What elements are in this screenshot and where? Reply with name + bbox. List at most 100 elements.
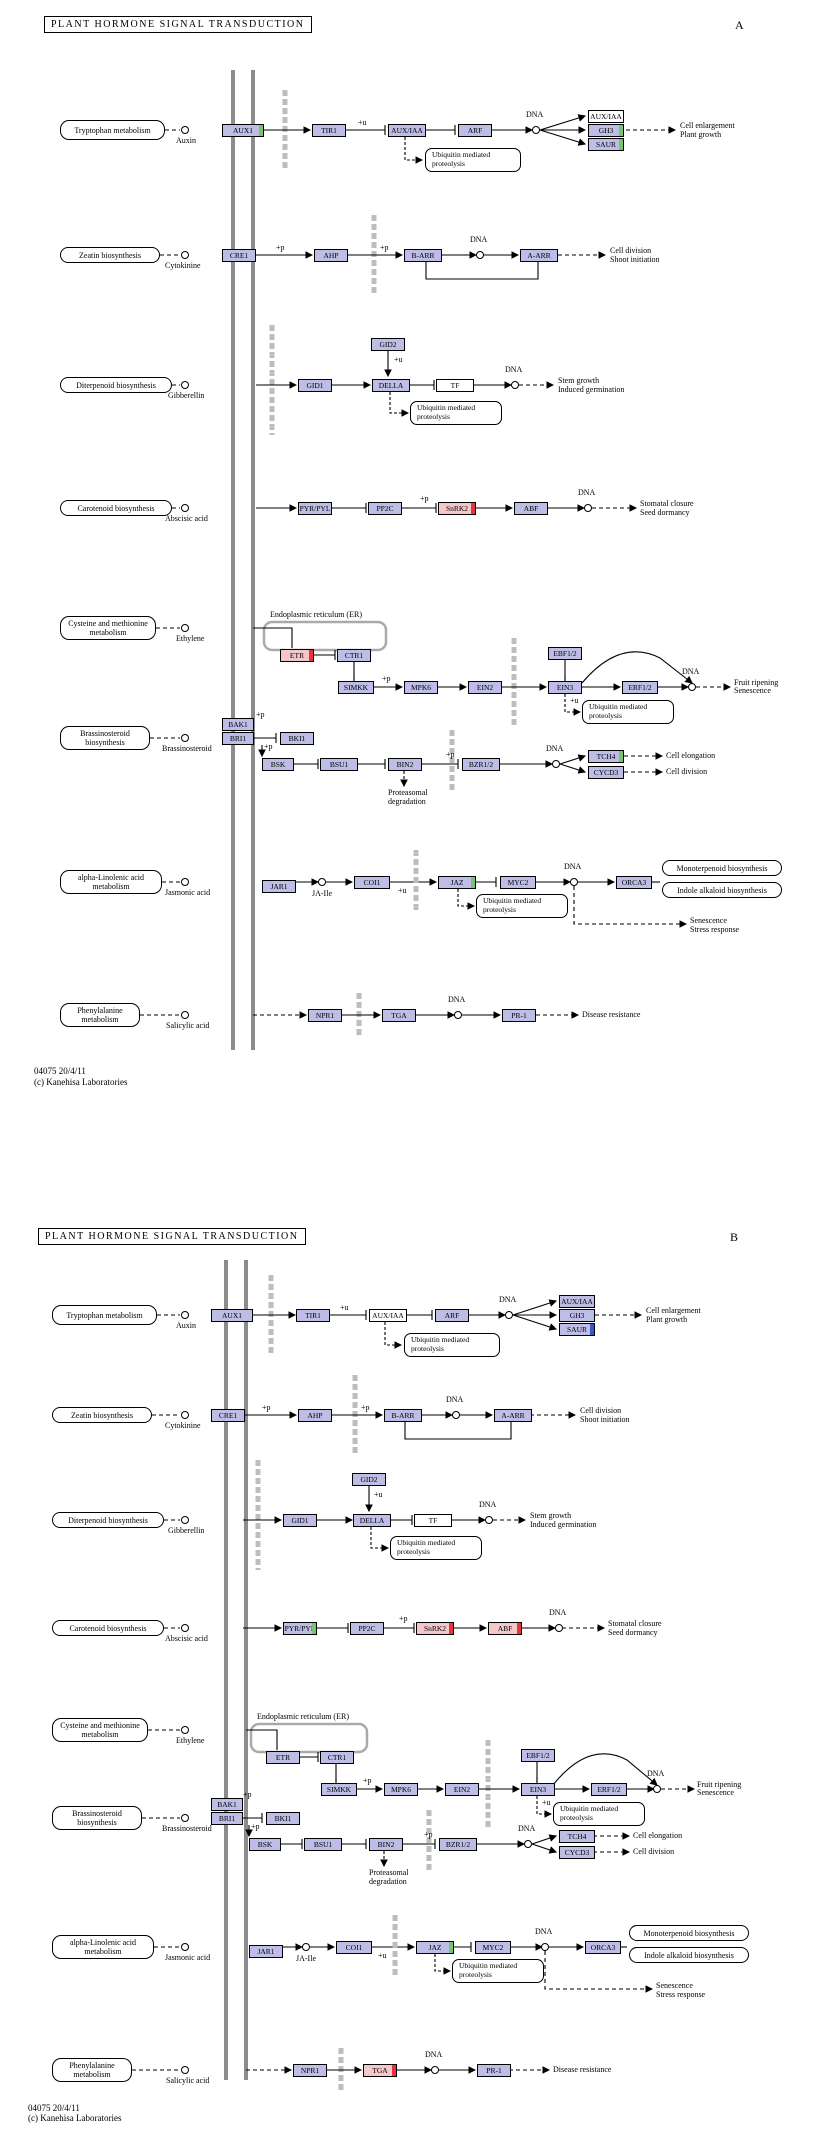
response-label: Disease resistance bbox=[582, 1010, 641, 1019]
ligand-node bbox=[181, 734, 189, 742]
ubiquitin-proteolysis-box: Ubiquitin mediated proteolysis bbox=[410, 401, 502, 425]
gene-box: COI1 bbox=[354, 876, 390, 889]
gene-box: MPK6 bbox=[384, 1783, 418, 1796]
dna-node bbox=[653, 1785, 661, 1793]
response-label: Plant growth bbox=[646, 1315, 688, 1324]
expression-marker bbox=[517, 1623, 521, 1634]
gene-box: CYCD3 bbox=[588, 766, 624, 779]
gene-box: ABF bbox=[514, 502, 548, 515]
response-label: Fruit ripening bbox=[734, 678, 779, 687]
expression-marker bbox=[449, 1623, 453, 1634]
dna-label: DNA bbox=[425, 2050, 443, 2059]
source-pathway-box: Phenylalanine metabolism bbox=[60, 1003, 140, 1027]
gene-box: A-ARR bbox=[494, 1409, 532, 1422]
dna-label: DNA bbox=[448, 995, 466, 1004]
ligand-node bbox=[181, 2066, 189, 2074]
response-label: Stress response bbox=[656, 1990, 706, 1999]
expression-marker bbox=[590, 1324, 594, 1335]
dna-label: DNA bbox=[499, 1295, 517, 1304]
phosphorylation-label: +p bbox=[262, 1403, 271, 1412]
ja-ile-node bbox=[302, 1943, 310, 1951]
ligand-node bbox=[181, 1411, 189, 1419]
footer-credit: (c) Kanehisa Laboratories bbox=[34, 1077, 128, 1087]
response-label: Seed dormancy bbox=[608, 1628, 658, 1637]
ligand-label: Salicylic acid bbox=[166, 1021, 210, 1030]
dna-node bbox=[431, 2066, 439, 2074]
ligand-label: Abscisic acid bbox=[165, 1634, 208, 1643]
gene-box: PR-1 bbox=[477, 2064, 511, 2077]
gene-box: JAR1 bbox=[249, 1945, 283, 1958]
ligand-label: Brassinosteroid bbox=[162, 744, 212, 753]
gene-box: PYR/PYL bbox=[298, 502, 332, 515]
ethylene-binding bbox=[253, 627, 293, 648]
dna-label: DNA bbox=[479, 1500, 497, 1509]
source-pathway-box: Phenylalanine metabolism bbox=[52, 2058, 132, 2082]
response-label: Cell division bbox=[666, 767, 708, 776]
response-label: Seed dormancy bbox=[640, 508, 690, 517]
expression-marker bbox=[619, 125, 623, 136]
dna-node bbox=[584, 504, 592, 512]
gene-box: ARF bbox=[435, 1309, 469, 1322]
gene-box: BSK bbox=[262, 758, 294, 771]
ubiquitin-proteolysis-box: Ubiquitin mediated proteolysis bbox=[425, 148, 521, 172]
gene-box: GID1 bbox=[283, 1514, 317, 1527]
phosphorylation-label: +p bbox=[276, 243, 285, 252]
response-label: Cell division bbox=[610, 246, 652, 255]
connector bbox=[539, 129, 587, 146]
gene-box: ETR bbox=[280, 649, 314, 662]
gene-box: TCH4 bbox=[559, 1830, 595, 1843]
connector bbox=[531, 1843, 558, 1854]
gene-box: DELLA bbox=[353, 1514, 391, 1527]
gene-box: AUX/IAA bbox=[559, 1295, 595, 1308]
ligand-node bbox=[181, 1943, 189, 1951]
source-pathway-box: Diterpenoid biosynthesis bbox=[60, 377, 172, 393]
connector bbox=[384, 1322, 403, 1349]
gene-box: ORCA3 bbox=[616, 876, 652, 889]
gene-box: BSU1 bbox=[304, 1838, 342, 1851]
source-pathway-box: Brassinosteroid biosynthesis bbox=[60, 726, 150, 750]
gene-box: GID1 bbox=[298, 379, 332, 392]
gene-box: DELLA bbox=[372, 379, 410, 392]
gene-box: BZR1/2 bbox=[439, 1838, 477, 1851]
dna-label: DNA bbox=[564, 862, 582, 871]
gene-box: MYC2 bbox=[500, 876, 536, 889]
source-pathway-box: Tryptophan metabolism bbox=[60, 120, 165, 140]
er-label: Endoplasmic reticulum (ER) bbox=[257, 1712, 349, 1721]
gene-box: ABF bbox=[488, 1622, 522, 1635]
footer-credit: (c) Kanehisa Laboratories bbox=[28, 2113, 122, 2123]
dna-node bbox=[532, 126, 540, 134]
gene-box: BKI1 bbox=[266, 1812, 300, 1825]
gene-box: JAZ bbox=[438, 876, 476, 889]
response-label: Cell division bbox=[633, 1847, 675, 1856]
connector bbox=[404, 137, 424, 164]
response-label: Stress response bbox=[690, 925, 740, 934]
phosphorylation-label: +p bbox=[251, 1822, 260, 1831]
response-label: Plant growth bbox=[680, 130, 722, 139]
response-label: Senescence bbox=[690, 916, 727, 925]
gene-box: AUX/IAA bbox=[388, 124, 426, 137]
response-label: Senescence bbox=[656, 1981, 693, 1990]
gene-box: SnRK2 bbox=[416, 1622, 454, 1635]
dna-label: DNA bbox=[505, 365, 523, 374]
gene-box: PP2C bbox=[368, 502, 402, 515]
gene-box: EBF1/2 bbox=[548, 647, 582, 660]
source-pathway-box: Cysteine and methionine metabolism bbox=[60, 616, 156, 640]
response-label: Shoot initiation bbox=[610, 255, 660, 264]
gene-box: GH3 bbox=[559, 1309, 595, 1322]
connector bbox=[539, 114, 587, 131]
phosphorylation-label: +p bbox=[256, 710, 265, 719]
ubiquitin-proteolysis-box: Ubiquitin mediated proteolysis bbox=[582, 700, 674, 724]
gene-box: ERF1/2 bbox=[622, 681, 658, 694]
ligand-node bbox=[181, 251, 189, 259]
gene-box: GID2 bbox=[371, 338, 405, 351]
gene-box: TIR1 bbox=[312, 124, 346, 137]
dna-label: DNA bbox=[549, 1608, 567, 1617]
ubiquitin-proteolysis-box: Ubiquitin mediated proteolysis bbox=[476, 894, 568, 918]
gene-box: SIMKK bbox=[321, 1783, 357, 1796]
gene-box: BSU1 bbox=[320, 758, 358, 771]
panel-b: PLANT HORMONE SIGNAL TRANSDUCTION B Tryp… bbox=[0, 1200, 824, 2152]
downstream-pathway-box: Indole alkaloid biosynthesis bbox=[629, 1947, 749, 1963]
ligand-node bbox=[181, 1624, 189, 1632]
gene-box: EIN3 bbox=[548, 681, 582, 694]
connector bbox=[559, 754, 587, 765]
